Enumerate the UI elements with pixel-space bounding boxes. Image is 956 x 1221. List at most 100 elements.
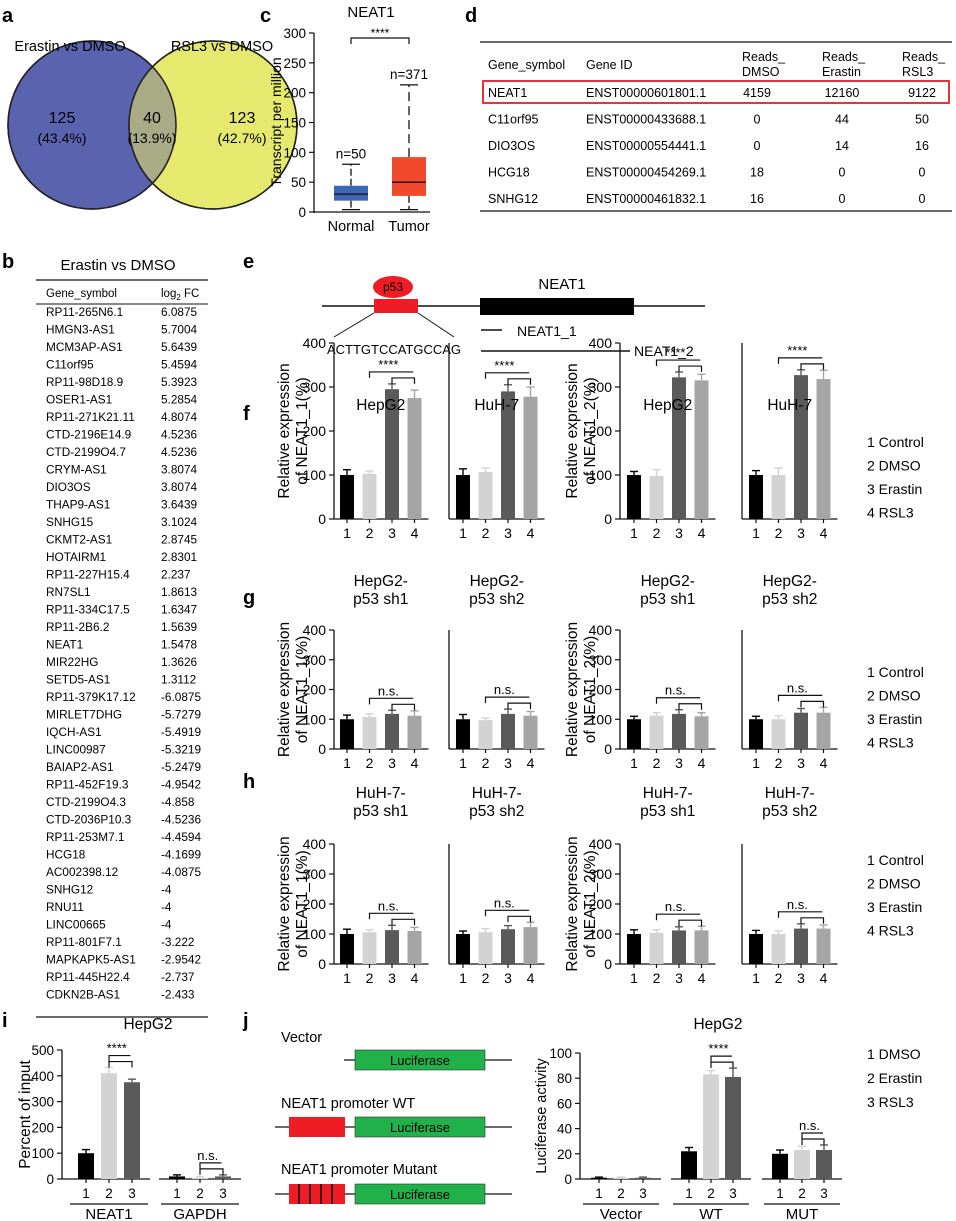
panel-label-g: g [243, 587, 255, 609]
bar-x-tick-label: 3 [729, 1186, 737, 1201]
bar-x-tick-label: 4 [527, 970, 535, 986]
table-d-cell: NEAT1 [488, 86, 527, 100]
table-b-logfc: 1.3626 [161, 655, 198, 669]
p53-protein-shape [373, 276, 413, 298]
bar [771, 719, 786, 749]
bar-y-tick-label: 0 [604, 956, 612, 972]
bar-y-tick-label: 80 [557, 1071, 572, 1086]
table-d-cell: 0 [839, 166, 846, 180]
bar-group-label: HuH-7- [643, 785, 693, 802]
table-b-gene: RP11-98D18.9 [46, 375, 123, 389]
sig-sub-bracket [678, 919, 703, 927]
bar [681, 1151, 697, 1179]
luciferase-constructs: Vector Luciferase NEAT1 promoter WT Luci… [275, 1030, 512, 1205]
sig-bracket [655, 913, 701, 921]
table-b-logfc: 5.7004 [161, 323, 198, 337]
bar [169, 1176, 185, 1179]
bar-ylabel: Relative expression [564, 836, 581, 971]
bar-y-tick-label: 200 [31, 1120, 54, 1135]
sig-bracket [484, 696, 530, 704]
panel-label-a: a [2, 5, 14, 27]
bar [694, 930, 709, 964]
boxplot-sig-bracket [350, 37, 410, 44]
bar [362, 473, 377, 519]
bar-x-tick-label: 2 [617, 1186, 625, 1201]
bar-y-tick-label: 300 [31, 1095, 54, 1110]
table-b-gene: CTD-2199O4.3 [46, 795, 126, 809]
table-b-gene: IQCH-AS1 [46, 725, 102, 739]
bar [816, 928, 831, 964]
table-b-logfc: -2.737 [161, 970, 194, 984]
bar [362, 932, 377, 964]
bar-x-tick-label: 3 [388, 755, 396, 771]
table-b-gene: MIR22HG [46, 655, 98, 669]
boxplot-tick-label: 50 [291, 175, 306, 190]
sig-bracket [801, 1132, 823, 1139]
sig-sub-bracket [199, 1168, 224, 1175]
bar [794, 375, 808, 519]
table-d-cell: 0 [754, 113, 761, 127]
bar-x-tick-label: 3 [388, 525, 396, 541]
table-b-logfc: -3.222 [161, 935, 194, 949]
table-b-logfc: 3.6439 [161, 498, 197, 512]
sig-label: n.s. [799, 1118, 820, 1133]
table-b-logfc: 3.8074 [161, 480, 198, 494]
boxplot-box [392, 157, 426, 196]
table-d-cell: 0 [754, 139, 761, 153]
panel-label-c: c [260, 5, 271, 27]
legend-item: 3 RSL3 [867, 1094, 914, 1110]
table-b-gene: RP11-379K17.12 [46, 690, 136, 704]
sig-label: **** [107, 1041, 127, 1056]
bar-group-label: HuH-7- [356, 785, 406, 802]
bar [613, 1177, 629, 1179]
bar-x-tick-label: 3 [219, 1186, 227, 1201]
legend-item: 1 Control [867, 852, 924, 868]
bar [794, 712, 808, 749]
table-b-gene: SNHG12 [46, 883, 93, 897]
bar-group-label: p53 sh2 [762, 803, 817, 820]
legend-item: 3 Erastin [867, 899, 922, 915]
boxplot-tick-label: 150 [283, 116, 306, 131]
neat1-gene-label: NEAT1 [538, 276, 585, 293]
bar-x-tick-label: 3 [797, 970, 805, 986]
bar [385, 930, 399, 964]
sig-bracket [710, 1055, 732, 1063]
bar-x-tick-label: 3 [504, 525, 512, 541]
sig-sub-bracket [678, 365, 703, 373]
bar [771, 934, 786, 964]
table-b-gene: THAP9-AS1 [46, 498, 110, 512]
bar [627, 934, 641, 964]
bar-group-label: p53 sh2 [762, 591, 817, 608]
venn-left-pct: (43.4%) [37, 130, 86, 146]
bar-x-tick-label: 3 [388, 970, 396, 986]
boxplot-n-label: n=50 [336, 146, 366, 161]
bar-group-label: p53 sh1 [640, 591, 695, 608]
gene-table-b: Erastin vs DMSO Gene_symbol log2 FC RP11… [36, 257, 208, 1018]
bar-x-tick-label: 1 [752, 755, 760, 771]
table-b-gene: HOTAIRM1 [46, 550, 106, 564]
bar-group-label: p53 sh1 [353, 803, 408, 820]
table-b-logfc: -5.3219 [161, 743, 201, 757]
sig-label: n.s. [378, 683, 399, 698]
venn-right-title: RSL3 vs DMSO [171, 39, 273, 55]
bar-y-tick-label: 200 [589, 423, 613, 439]
bar [340, 934, 354, 964]
bar [771, 475, 786, 519]
bar [749, 475, 763, 519]
bar-y-tick-label: 400 [589, 622, 613, 638]
table-d-cell: 0 [919, 192, 926, 206]
bar-x-tick-label: 2 [653, 525, 661, 541]
table-b-gene: RP11-452F19.3 [46, 778, 129, 792]
table-b-logfc: -4.4594 [161, 830, 201, 844]
bar-group-label: WT [699, 1206, 722, 1221]
bar-y-tick-label: 400 [303, 622, 327, 638]
venn-mid-pct: (13.9%) [127, 130, 176, 146]
